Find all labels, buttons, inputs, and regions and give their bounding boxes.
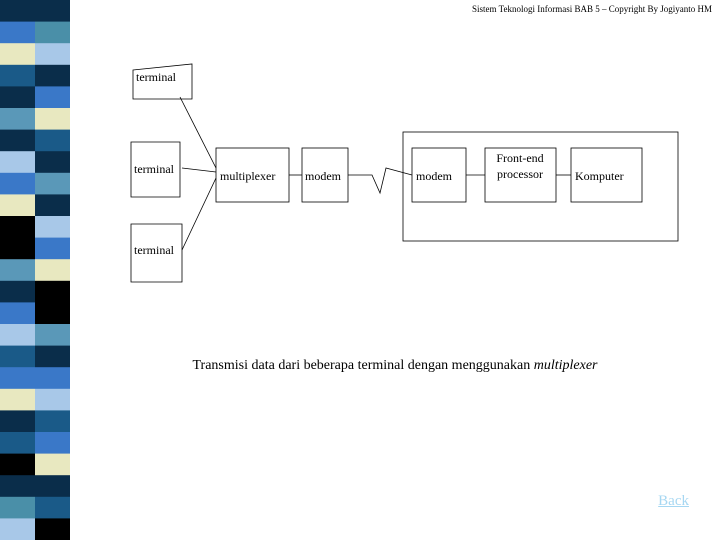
stripe-block bbox=[0, 367, 35, 390]
back-link[interactable]: Back bbox=[658, 493, 689, 509]
modem-box-right bbox=[411, 147, 467, 203]
stripe-block bbox=[0, 43, 35, 66]
terminal-label-1: terminal bbox=[136, 70, 177, 84]
stripe-block bbox=[35, 410, 70, 433]
stripe-block bbox=[0, 86, 35, 109]
stripe-block bbox=[0, 410, 35, 433]
komputer-label: Komputer bbox=[575, 169, 624, 183]
connector-phone-line bbox=[348, 167, 413, 195]
stripe-block bbox=[0, 302, 35, 325]
stripe-block bbox=[35, 453, 70, 476]
slide-header: Sistem Teknologi Informasi BAB 5 – Copyr… bbox=[472, 4, 712, 14]
stripe-block bbox=[35, 86, 70, 109]
stripe-block bbox=[35, 21, 70, 44]
connector-terminal3-multiplexer bbox=[181, 177, 217, 251]
stripe-block bbox=[0, 64, 35, 87]
stripe-block bbox=[0, 496, 35, 519]
stripe-block bbox=[0, 194, 35, 217]
caption-text: Transmisi data dari beberapa terminal de… bbox=[192, 358, 531, 373]
stripe-block bbox=[35, 172, 70, 195]
stripe-block bbox=[35, 237, 70, 260]
stripe-block bbox=[35, 302, 70, 325]
multiplexer-box bbox=[215, 147, 290, 203]
komputer-box bbox=[570, 147, 643, 203]
stripe-block bbox=[35, 324, 70, 347]
stripe-block bbox=[35, 496, 70, 519]
front-end-label-line2: processor bbox=[497, 167, 543, 181]
stripe-block bbox=[35, 475, 70, 498]
stripe-block bbox=[0, 108, 35, 131]
stripe-block bbox=[0, 216, 35, 239]
terminal-label-2: terminal bbox=[134, 162, 175, 176]
stripe-block bbox=[35, 345, 70, 368]
stripe-block bbox=[0, 172, 35, 195]
stripe-block bbox=[35, 43, 70, 66]
diagram-caption: Transmisi data dari beberapa terminal de… bbox=[0, 358, 720, 374]
stripe-block bbox=[0, 453, 35, 476]
modem-box-left bbox=[301, 147, 349, 203]
multiplexer-label: multiplexer bbox=[220, 169, 275, 183]
connector-terminal2-multiplexer bbox=[181, 167, 217, 173]
stripe-block bbox=[35, 432, 70, 455]
stripe-block bbox=[35, 194, 70, 217]
stripe-block bbox=[35, 280, 70, 303]
modem-label-left: modem bbox=[305, 169, 342, 183]
host-enclosure bbox=[402, 131, 679, 242]
stripe-block bbox=[0, 237, 35, 260]
stripe-block bbox=[35, 518, 70, 540]
front-end-label-line1: Front-end bbox=[496, 151, 543, 165]
terminal-label-3: terminal bbox=[134, 243, 175, 257]
stripe-block bbox=[0, 432, 35, 455]
stripe-block bbox=[35, 259, 70, 282]
stripe-block bbox=[0, 259, 35, 282]
stripe-block bbox=[0, 345, 35, 368]
modem-label-right: modem bbox=[416, 169, 453, 183]
stripe-block bbox=[0, 21, 35, 44]
stripe-block bbox=[0, 388, 35, 411]
stripe-block bbox=[0, 475, 35, 498]
terminal-box-3 bbox=[130, 223, 183, 283]
front-end-processor-box bbox=[484, 147, 557, 203]
decorative-stripe-bar bbox=[0, 0, 70, 540]
stripe-block bbox=[35, 151, 70, 174]
caption-italic: multiplexer bbox=[533, 358, 598, 373]
stripe-block bbox=[0, 0, 35, 23]
stripe-block bbox=[0, 129, 35, 152]
stripe-block bbox=[35, 216, 70, 239]
stripe-block bbox=[35, 108, 70, 131]
stripe-block bbox=[35, 64, 70, 87]
stripe-block bbox=[35, 367, 70, 390]
stripe-block bbox=[35, 0, 70, 23]
stripe-block bbox=[0, 324, 35, 347]
stripe-block bbox=[0, 280, 35, 303]
terminal-box-2 bbox=[130, 141, 181, 198]
connector-terminal1-multiplexer bbox=[179, 96, 217, 169]
terminal-box-1 bbox=[132, 63, 193, 100]
stripe-block bbox=[0, 151, 35, 174]
stripe-block bbox=[0, 518, 35, 540]
stripe-block bbox=[35, 129, 70, 152]
stripe-block bbox=[35, 388, 70, 411]
